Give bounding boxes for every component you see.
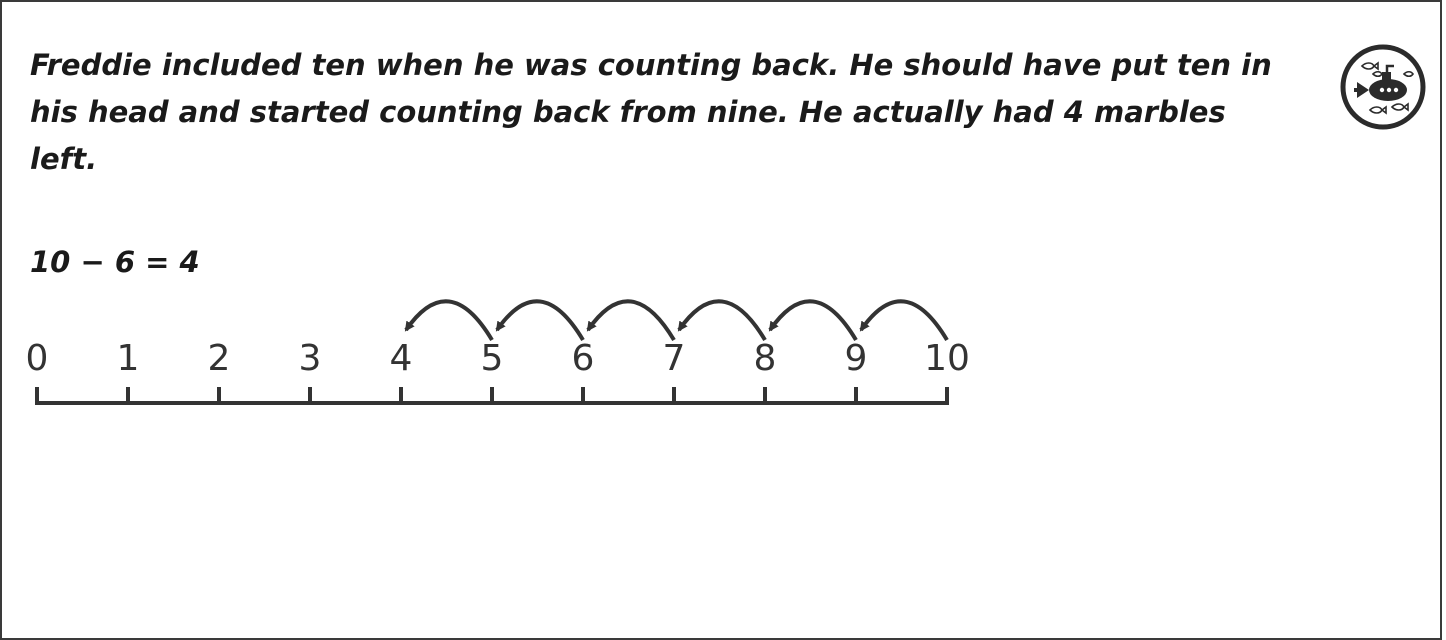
- tick-label-9: 9: [845, 338, 868, 379]
- jump-arrow-5-to-4: [404, 299, 494, 342]
- number-line: 0 1 2 3 4 5 6 7 8 9 10: [26, 299, 970, 405]
- tick-label-0: 0: [26, 338, 49, 379]
- tick-label-2: 2: [208, 338, 231, 379]
- jump-arrow-7-to-6: [586, 299, 676, 342]
- tick-label-4: 4: [390, 338, 413, 379]
- explanation-text: Freddie included ten when he was countin…: [30, 48, 1272, 176]
- tick-label-3: 3: [299, 338, 322, 379]
- tick-label-7: 7: [663, 338, 686, 379]
- tick-label-8: 8: [754, 338, 777, 379]
- tick-label-10: 10: [924, 338, 970, 379]
- jump-arrow-9-to-8: [768, 299, 858, 342]
- jump-arrow-8-to-7: [677, 299, 767, 342]
- tick-label-1: 1: [117, 338, 140, 379]
- equation: 10 − 6 = 4: [30, 245, 200, 279]
- submarine-icon: [1340, 44, 1426, 130]
- jump-arrow-10-to-9: [859, 299, 949, 342]
- tick-label-5: 5: [481, 338, 504, 379]
- jump-arrow-6-to-5: [495, 299, 585, 342]
- tick-label-6: 6: [572, 338, 595, 379]
